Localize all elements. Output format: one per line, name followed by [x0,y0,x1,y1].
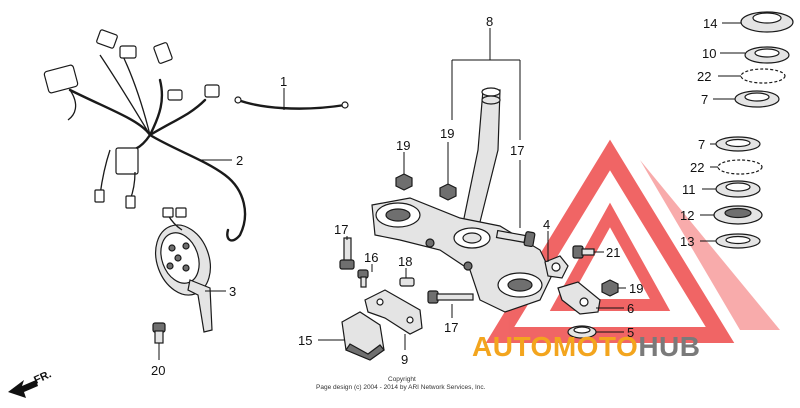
callout-22-lower: 22 [690,160,704,175]
copyright-line-2: Page design (c) 2004 - 2014 by ARI Netwo… [316,384,486,391]
plate-part-6 [557,281,601,315]
horn-assembly [155,207,213,333]
watermark-hub: HUB [638,331,700,362]
cable-part-1 [234,96,349,110]
bolt-part-20 [152,322,166,344]
callout-16: 16 [364,250,378,265]
callout-6: 6 [627,301,634,316]
callout-12: 12 [680,208,694,223]
svg-text:AUTOMOTOHUB: AUTOMOTOHUB [472,331,700,362]
watermark-logo [485,139,780,343]
callout-9: 9 [401,352,408,367]
bracket-part-9 [364,289,423,335]
front-direction-arrow-icon: FR. [8,368,53,398]
callout-labels: 1 2 3 4 5 6 7 7 8 9 10 11 12 13 14 15 16… [151,14,717,378]
callout-2: 2 [236,153,243,168]
callout-4: 4 [543,217,550,232]
steering-stem [461,87,501,231]
clamp-part-4 [544,255,569,279]
steering-bridge [371,197,553,313]
callout-5: 5 [627,325,634,340]
bolt-part-16 [357,269,369,288]
callout-17-right: 17 [510,143,524,158]
callout-3: 3 [229,284,236,299]
callout-19-c: 19 [629,281,643,296]
wire-harness [43,29,247,242]
callout-10: 10 [702,46,716,61]
watermark-moto: MOTO [553,331,638,362]
bolt-part-17-c [427,290,474,304]
callout-22-upper: 22 [697,69,711,84]
bolt-part-17-a [339,237,355,270]
callout-21: 21 [606,245,620,260]
callout-19-b: 19 [440,126,454,141]
watermark-auto: AUTO [472,331,553,362]
nut-part-19-c [601,279,619,297]
callout-11: 11 [682,182,696,197]
callout-20: 20 [151,363,165,378]
callout-19-a: 19 [396,138,410,153]
callout-7-upper: 7 [701,92,708,107]
callout-14: 14 [703,16,717,31]
nut-part-19-a [395,173,413,191]
copyright-note: Copyright Page design (c) 2004 - 2014 by… [316,376,486,391]
callout-8: 8 [486,14,493,29]
callout-17-left: 17 [334,222,348,237]
direction-label: FR. [32,368,53,386]
bearing-stack-lower [713,136,763,249]
callout-18: 18 [398,254,412,269]
callout-17-bottom: 17 [444,320,458,335]
nut-part-19-b [439,183,457,201]
watermark-text: AUTOMOTOHUB [472,331,700,362]
callout-7-lower: 7 [698,137,705,152]
rubber-cap-part-15 [341,311,385,361]
bolt-part-18 [399,277,415,287]
callout-13: 13 [680,234,694,249]
leader-lines [158,22,745,360]
callout-1: 1 [280,74,287,89]
bearing-stack-upper [734,11,794,108]
copyright-line-1: Copyright [388,376,416,383]
bolt-part-17-b [495,229,536,248]
callout-15: 15 [298,333,312,348]
